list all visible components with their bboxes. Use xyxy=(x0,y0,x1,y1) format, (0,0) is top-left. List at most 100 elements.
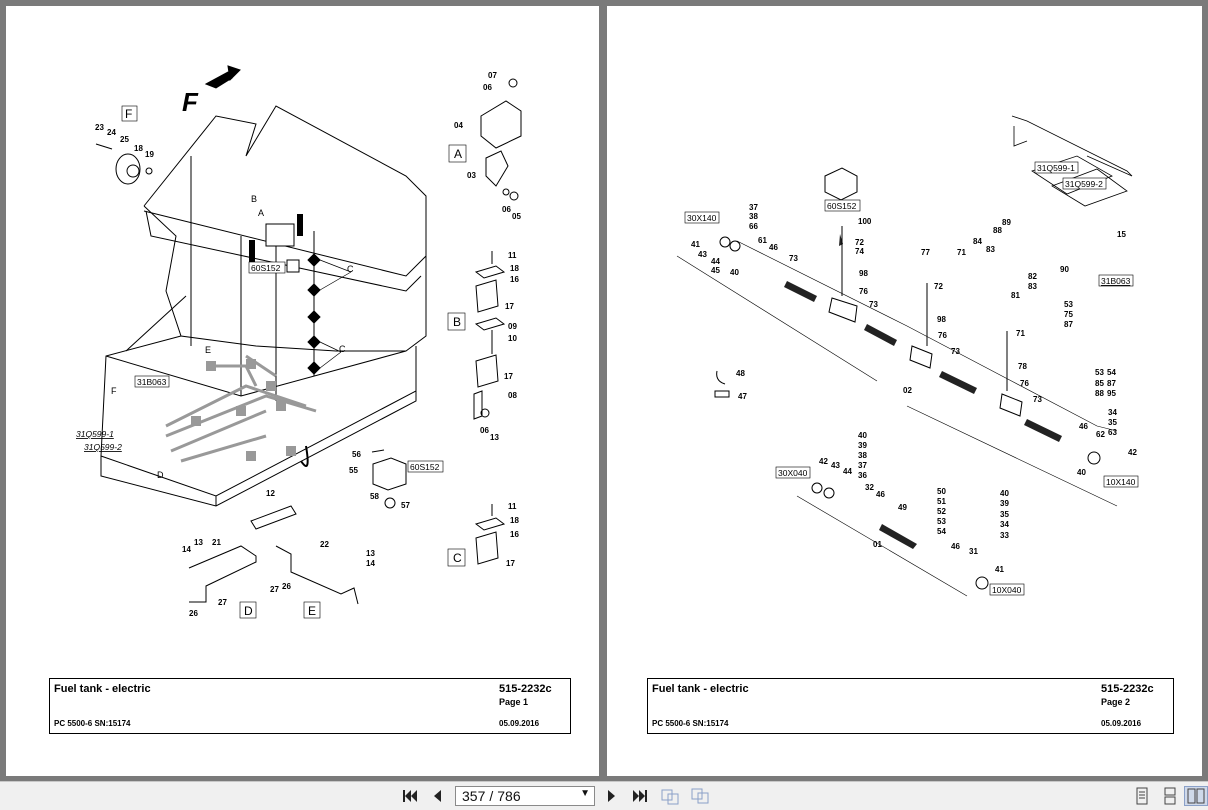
svg-text:46: 46 xyxy=(769,243,778,252)
svg-text:13: 13 xyxy=(194,538,203,547)
svg-text:07: 07 xyxy=(488,71,497,80)
svg-text:42: 42 xyxy=(1128,448,1137,457)
svg-text:18: 18 xyxy=(134,144,143,153)
svg-text:14: 14 xyxy=(366,559,375,568)
detail-f-box: F xyxy=(125,107,132,121)
svg-text:12: 12 xyxy=(266,489,275,498)
svg-text:11: 11 xyxy=(508,502,517,511)
bracket-parts xyxy=(188,505,359,605)
svg-text:B: B xyxy=(453,315,461,329)
ref-31q599-2: 31Q599-2 xyxy=(84,442,122,452)
svg-text:06: 06 xyxy=(480,426,489,435)
svg-text:55: 55 xyxy=(349,466,358,475)
document-number: 515-2232c xyxy=(1101,683,1154,695)
first-page-icon[interactable] xyxy=(398,786,422,806)
detail-f-parts xyxy=(95,143,153,185)
svg-text:72: 72 xyxy=(934,282,943,291)
svg-text:88: 88 xyxy=(993,226,1002,235)
label-c1: C xyxy=(347,264,354,274)
svg-text:21: 21 xyxy=(212,538,221,547)
last-page-icon[interactable] xyxy=(628,786,652,806)
svg-text:40: 40 xyxy=(1077,468,1086,477)
svg-text:77: 77 xyxy=(921,248,930,257)
svg-text:31: 31 xyxy=(969,547,978,556)
svg-text:85: 85 xyxy=(1095,379,1104,388)
label-f: F xyxy=(111,386,117,396)
svg-text:30X140: 30X140 xyxy=(687,213,717,223)
svg-text:17: 17 xyxy=(505,302,514,311)
sensor-cable xyxy=(307,231,352,376)
document-number: 515-2232c xyxy=(499,683,552,695)
svg-text:44: 44 xyxy=(711,257,720,266)
svg-text:45: 45 xyxy=(711,266,720,275)
svg-text:01: 01 xyxy=(873,540,882,549)
svg-text:63: 63 xyxy=(1108,428,1117,437)
prev-page-icon[interactable] xyxy=(425,786,449,806)
svg-text:58: 58 xyxy=(370,492,379,501)
svg-text:D: D xyxy=(244,604,253,618)
rotate-icon[interactable] xyxy=(658,786,682,806)
compare-icon[interactable] xyxy=(688,786,712,806)
svg-text:02: 02 xyxy=(903,386,912,395)
svg-text:98: 98 xyxy=(859,269,868,278)
viewer-toolbar: 357 / 786 ▼ xyxy=(0,781,1208,810)
svg-text:18: 18 xyxy=(510,264,519,273)
label-a: A xyxy=(258,208,264,218)
svg-text:06: 06 xyxy=(502,205,511,214)
solenoid-parts xyxy=(371,449,407,509)
detail-a-parts xyxy=(480,78,522,201)
svg-text:04: 04 xyxy=(454,121,463,130)
svg-text:35: 35 xyxy=(1000,510,1009,519)
page-label: Page 2 xyxy=(1101,697,1131,707)
svg-text:31Q599-1: 31Q599-1 xyxy=(1037,163,1075,173)
svg-text:46: 46 xyxy=(951,542,960,551)
svg-text:41: 41 xyxy=(995,565,1004,574)
svg-text:39: 39 xyxy=(1000,499,1009,508)
svg-text:82: 82 xyxy=(1028,272,1037,281)
current-page[interactable]: 357 xyxy=(462,788,486,804)
svg-text:43: 43 xyxy=(831,461,840,470)
svg-text:33: 33 xyxy=(1000,531,1009,540)
svg-text:73: 73 xyxy=(869,300,878,309)
svg-text:06: 06 xyxy=(483,83,492,92)
ref-31q599-1: 31Q599-1 xyxy=(76,429,114,439)
tank-outline xyxy=(100,105,427,507)
bracket-b2 xyxy=(297,214,303,236)
svg-text:19: 19 xyxy=(145,150,154,159)
svg-text:35: 35 xyxy=(1108,418,1117,427)
svg-text:48: 48 xyxy=(736,369,745,378)
svg-text:13: 13 xyxy=(366,549,375,558)
continuous-view-icon[interactable] xyxy=(1158,786,1182,806)
svg-text:42: 42 xyxy=(819,457,828,466)
svg-text:24: 24 xyxy=(107,128,116,137)
svg-text:31Q599-2: 31Q599-2 xyxy=(1065,179,1103,189)
single-page-view-icon[interactable] xyxy=(1130,786,1154,806)
harness-clips xyxy=(191,359,296,461)
machine-serial: PC 5500-6 SN:15174 xyxy=(54,719,131,728)
next-page-icon[interactable] xyxy=(600,786,624,806)
svg-text:54: 54 xyxy=(937,527,946,536)
svg-text:66: 66 xyxy=(749,222,758,231)
ref-60s152: 60S152 xyxy=(251,263,281,273)
svg-text:46: 46 xyxy=(1079,422,1088,431)
direction-arrow xyxy=(204,65,241,89)
label-e: E xyxy=(205,345,211,355)
svg-text:27: 27 xyxy=(218,598,227,607)
two-page-view-icon[interactable] xyxy=(1184,786,1208,806)
detail-b-parts xyxy=(473,251,506,420)
part-callouts: 100 72 74 98 76 73 30X140 37 38 66 61 46… xyxy=(684,161,1139,596)
svg-text:61: 61 xyxy=(758,236,767,245)
fuel-tank-exploded-drawing: F xyxy=(76,65,522,619)
chevron-down-icon[interactable]: ▼ xyxy=(580,788,590,799)
page-number-field[interactable]: 357 / 786 ▼ xyxy=(455,786,595,806)
document-page-1: F xyxy=(6,6,599,776)
connector-60s152 xyxy=(286,259,300,273)
label-d: D xyxy=(157,470,164,480)
svg-text:37: 37 xyxy=(858,461,867,470)
svg-text:03: 03 xyxy=(467,171,476,180)
svg-text:52: 52 xyxy=(937,507,946,516)
svg-text:38: 38 xyxy=(749,212,758,221)
svg-text:62: 62 xyxy=(1096,430,1105,439)
svg-text:84: 84 xyxy=(973,237,982,246)
svg-text:34: 34 xyxy=(1000,520,1009,529)
